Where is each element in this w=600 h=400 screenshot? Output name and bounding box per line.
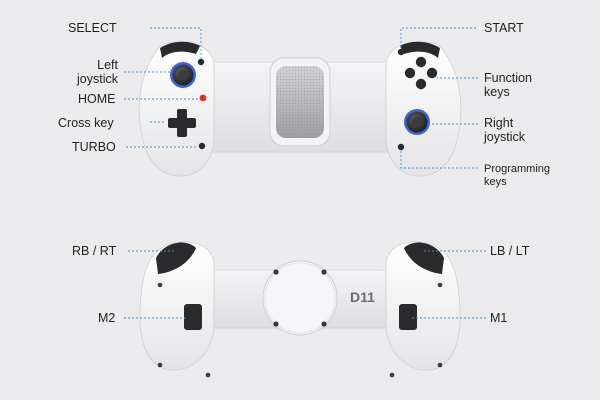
m1-paddle-icon xyxy=(399,304,417,330)
rb-rt-trigger-icon xyxy=(156,242,196,274)
label-left-joystick-line1: Left xyxy=(97,58,118,72)
label-left-joystick: Left joystick xyxy=(60,58,118,86)
function-keys-icon xyxy=(404,56,438,90)
front-view-controller xyxy=(138,41,462,177)
home-button-icon xyxy=(199,94,207,102)
label-turbo: TURBO xyxy=(72,140,116,154)
label-home: HOME xyxy=(78,92,116,106)
label-start: START xyxy=(484,21,524,35)
label-function-keys-line1: Function xyxy=(484,71,532,85)
label-programming-keys: Programming keys xyxy=(484,163,550,189)
label-programming-keys-line2: keys xyxy=(484,176,507,188)
back-view-controller xyxy=(139,241,461,378)
leader-lines-bottom xyxy=(124,250,486,319)
right-grip xyxy=(385,41,462,177)
select-button-icon xyxy=(197,58,205,66)
label-select: SELECT xyxy=(68,21,117,35)
back-left-grip xyxy=(139,241,215,371)
label-m1: M1 xyxy=(490,311,508,325)
label-rb-rt: RB / RT xyxy=(72,244,117,258)
turbo-button-icon xyxy=(198,142,206,150)
left-joystick-icon xyxy=(170,62,196,88)
label-lb-lt: LB / LT xyxy=(490,244,530,258)
programming-key-icon xyxy=(397,143,405,151)
label-right-joystick-line1: Right xyxy=(484,116,514,130)
label-left-joystick-line2: joystick xyxy=(77,72,118,86)
m2-paddle-icon xyxy=(184,304,202,330)
label-function-keys-line2: keys xyxy=(484,85,510,99)
back-right-grip xyxy=(385,241,461,371)
label-function-keys: Function keys xyxy=(484,71,532,99)
label-programming-keys-line1: Programming xyxy=(484,163,551,175)
cross-key-icon xyxy=(168,109,196,137)
label-right-joystick-line2: joystick xyxy=(484,130,525,144)
label-cross-key: Cross key xyxy=(58,116,114,130)
model-name: D11 xyxy=(350,289,375,305)
back-center-plate xyxy=(262,260,338,336)
lb-lt-trigger-icon xyxy=(404,242,444,274)
start-button-icon xyxy=(397,48,405,56)
right-joystick-icon xyxy=(404,109,430,135)
label-right-joystick: Right joystick xyxy=(484,116,525,144)
label-m2: M2 xyxy=(98,311,116,325)
leader-lines-top xyxy=(124,27,478,169)
